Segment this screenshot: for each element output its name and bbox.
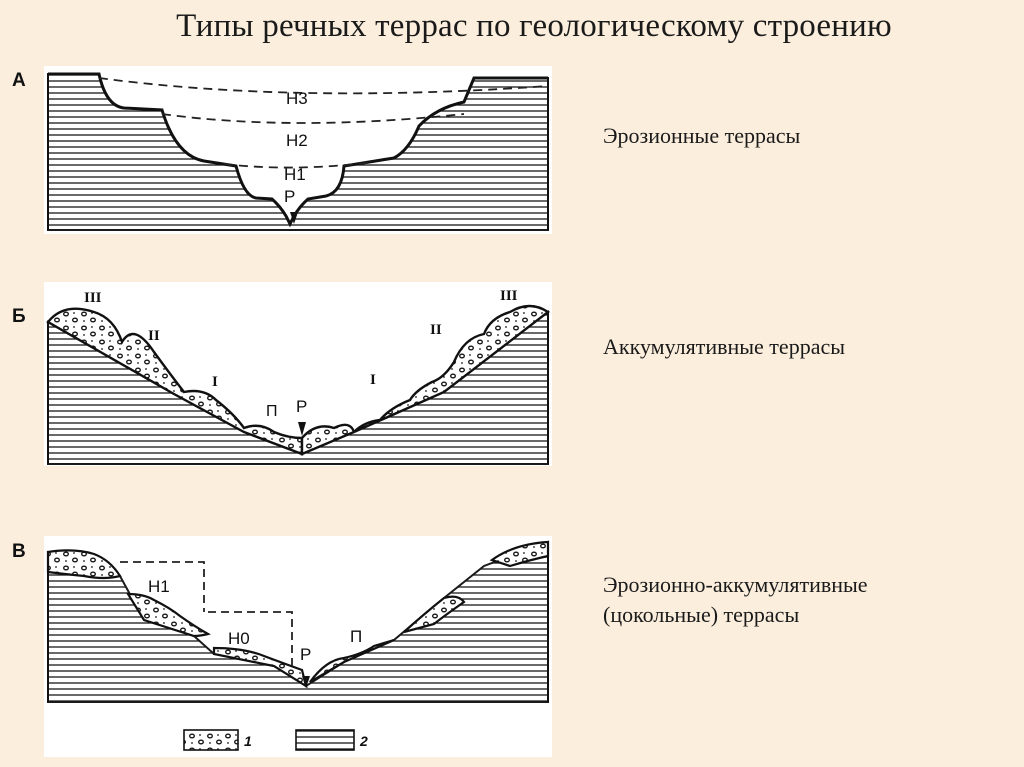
label-h1: Н1	[148, 577, 170, 596]
label-i-left: I	[212, 374, 218, 390]
section-letter-a: А	[12, 70, 26, 91]
label-iii-right: III	[500, 288, 518, 304]
legend-label-1: 1	[244, 733, 252, 749]
diagram-erosion-terraces: Н3 Н2 Н1 Р	[44, 66, 552, 234]
diagram-accumulative-terraces: III III II II I I П Р	[44, 282, 552, 466]
label-i-right: I	[370, 372, 376, 388]
label-iii-left: III	[84, 290, 102, 306]
alluvium-h0	[212, 646, 308, 689]
label-p: Р	[300, 645, 311, 664]
desc-erosion: Эрозионные террасы	[603, 123, 801, 148]
level-h3-line	[98, 77, 549, 95]
level-h1-line	[223, 161, 375, 169]
desc-erosion-accumulative-1: Эрозионно-аккумулятивные	[603, 572, 868, 597]
river-arrow-icon	[290, 212, 298, 224]
alluvium-left	[46, 307, 304, 456]
desc-accumulative: Аккумулятивные террасы	[603, 334, 845, 359]
label-ii-left: II	[148, 328, 160, 344]
river-arrow-icon	[298, 422, 306, 436]
legend-swatch-bedrock	[295, 729, 355, 751]
label-h3: Н3	[286, 89, 308, 108]
level-h2-line	[161, 113, 465, 124]
label-ii-right: II	[430, 322, 442, 338]
label-floodplain: П	[266, 403, 278, 420]
legend-label-2: 2	[359, 733, 368, 749]
section-letter-b: Б	[12, 306, 26, 327]
alluvium-floodplain-right	[309, 638, 395, 683]
desc-erosion-accumulative-2: (цокольные) террасы	[603, 602, 800, 627]
river-arrow-icon	[302, 676, 310, 688]
label-h2: Н2	[286, 131, 308, 150]
page-title: Типы речных террас по геологическому стр…	[176, 8, 892, 44]
section-letter-v: В	[12, 541, 26, 562]
diagram-erosion-accumulative-terraces: Н1 Н0 П Р 1 2	[44, 536, 552, 757]
alluvium-right	[300, 304, 551, 456]
terrace-h1-outline	[120, 561, 205, 612]
label-p: Р	[284, 187, 295, 206]
label-floodplain: П	[350, 627, 362, 646]
label-p: Р	[296, 397, 307, 416]
alluvium-h1	[126, 592, 211, 638]
alluvium-top-left	[46, 549, 122, 580]
alluvium-right-terrace	[403, 595, 466, 634]
label-h0: Н0	[228, 629, 250, 648]
legend-swatch-alluvium	[183, 729, 239, 751]
title-bar: Типы речных террас по геологическому стр…	[0, 0, 1024, 60]
terrace-h0-outline	[208, 611, 293, 666]
label-h1: Н1	[284, 165, 306, 184]
